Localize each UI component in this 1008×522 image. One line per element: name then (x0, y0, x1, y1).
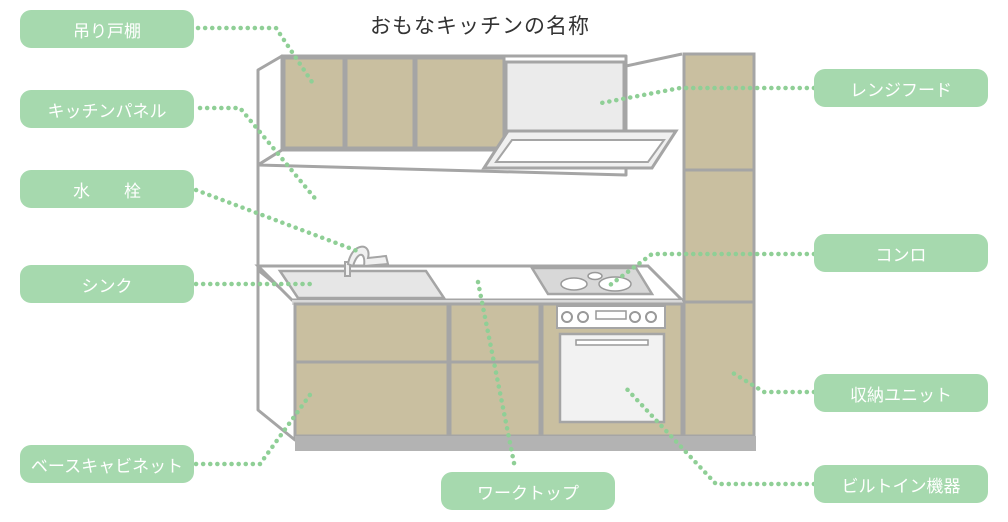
label-builtin-appliance: ビルトイン機器 (814, 465, 988, 503)
label-worktop: ワークトップ (441, 472, 615, 510)
base-cabinet-door (293, 360, 450, 438)
faucet (344, 245, 390, 277)
label-storage-unit: 収納ユニット (814, 374, 988, 412)
label-tsuri-todana: 吊り戸棚 (20, 10, 194, 48)
label-sink: シンク (20, 265, 194, 303)
upper-cabinet-door (414, 56, 506, 150)
base-cabinet-drawer (293, 302, 450, 364)
tall-unit-lower (682, 300, 756, 438)
label-kitchen-panel: キッチンパネル (20, 90, 194, 128)
label-range-hood: レンジフード (814, 69, 988, 107)
plinth (295, 436, 684, 451)
left-side-panel (256, 54, 284, 167)
label-konro: コンロ (814, 234, 988, 272)
diagram-title: おもなキッチンの名称 (370, 14, 590, 38)
sink-basin (277, 269, 447, 300)
label-base-cabinet: ベースキャビネット (20, 445, 194, 483)
tall-unit-upper (682, 52, 756, 172)
base-cabinet-drawer (448, 302, 542, 364)
label-faucet: 水 栓 (20, 170, 194, 208)
upper-cabinet-door (344, 56, 416, 150)
tall-unit-middle (682, 168, 756, 304)
upper-cabinet-door (282, 56, 346, 150)
builtin-oven (558, 332, 666, 424)
cooktop (529, 266, 655, 296)
